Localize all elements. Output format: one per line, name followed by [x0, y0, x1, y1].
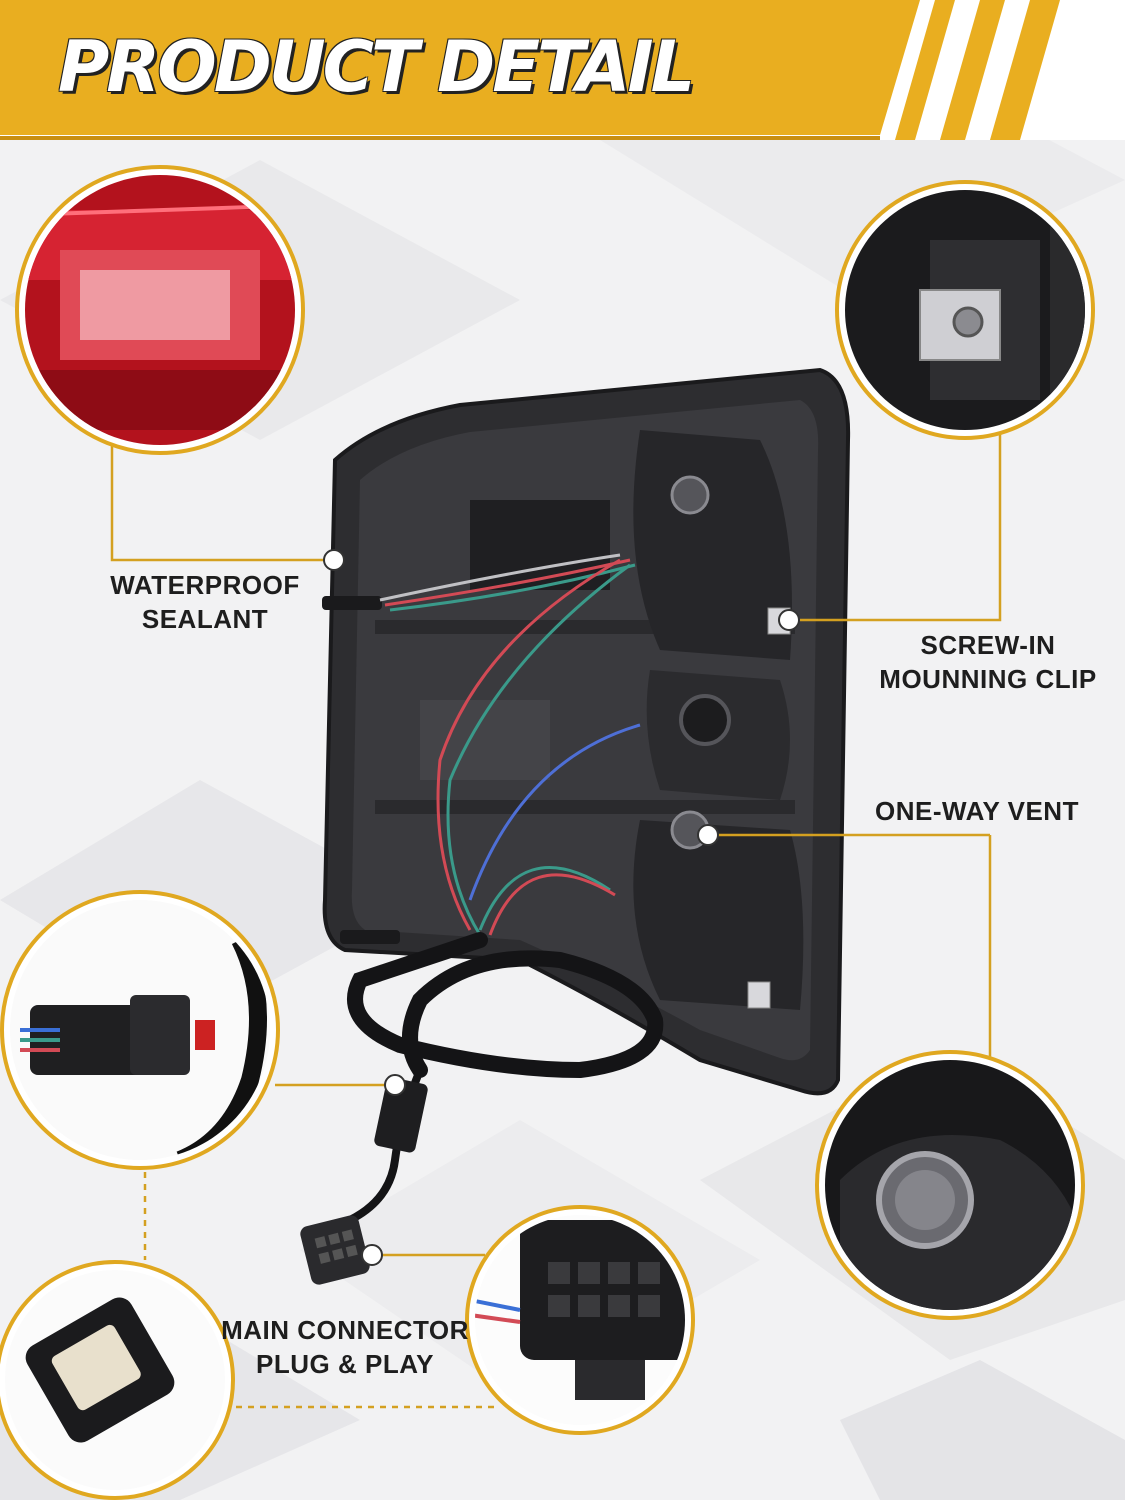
waterproof-sealant-label: WATERPROOF SEALANT: [110, 570, 300, 634]
main-connector-label: MAIN CONNECTOR PLUG & PLAY: [221, 1315, 469, 1379]
one-way-vent-label: ONE-WAY VENT: [875, 796, 1079, 826]
mounting-clip-label: SCREW-IN MOUNNING CLIP: [879, 630, 1097, 694]
page-title: PRODUCT DETAIL: [58, 26, 695, 108]
